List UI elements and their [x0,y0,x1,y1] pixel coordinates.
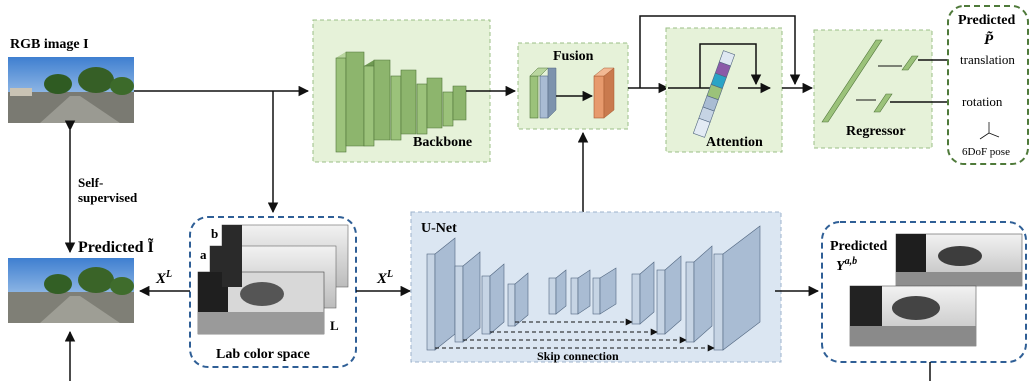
predicted-p-label: Predicted [958,13,1015,28]
lab-b-label: b [211,226,218,241]
attention-token-bar [692,50,736,138]
translation-label: translation [960,52,1015,67]
predicted-y-images [849,233,1023,347]
rgb-image-label: RGB image I [10,37,89,52]
fusion-label: Fusion [553,49,594,64]
attention-label: Attention [706,135,763,150]
self-supervised-label-1: Self- [78,175,103,190]
backbone-blocks [335,51,467,153]
lab-a-label: a [200,247,207,262]
lab-l-label: L [330,318,339,333]
predicted-y-label: Predicted [830,239,887,254]
attention-inner-loop [699,43,762,88]
self-supervised-label-2: supervised [78,190,138,205]
regressor-label: Regressor [846,124,906,139]
predicted-i-thumbnail [8,258,134,323]
predicted-i-label: Predicted Ĩ [78,237,154,256]
lab-images-stack [197,224,349,335]
xl-left-label: XL [155,269,172,287]
unet-blocks [426,225,761,351]
rgb-image-thumbnail [8,57,134,123]
skip-connection-label: Skip connection [537,349,619,363]
axes-icon [979,122,1000,140]
xl-right-label: XL [376,269,393,287]
unet-label: U-Net [421,221,457,236]
regressor-blocks [821,39,919,123]
skip-connection-lines [435,318,715,352]
attention-panel [665,27,783,153]
lab-color-space-label: Lab color space [216,347,310,362]
backbone-label: Backbone [413,135,472,150]
predicted-p-symbol: P̃ [984,30,994,48]
fusion-blocks [529,67,615,119]
top-skip-loop [639,15,801,88]
predicted-p-box [947,5,1029,165]
rotation-label: rotation [962,94,1003,109]
pose-6dof-label: 6DoF pose [962,146,1010,158]
